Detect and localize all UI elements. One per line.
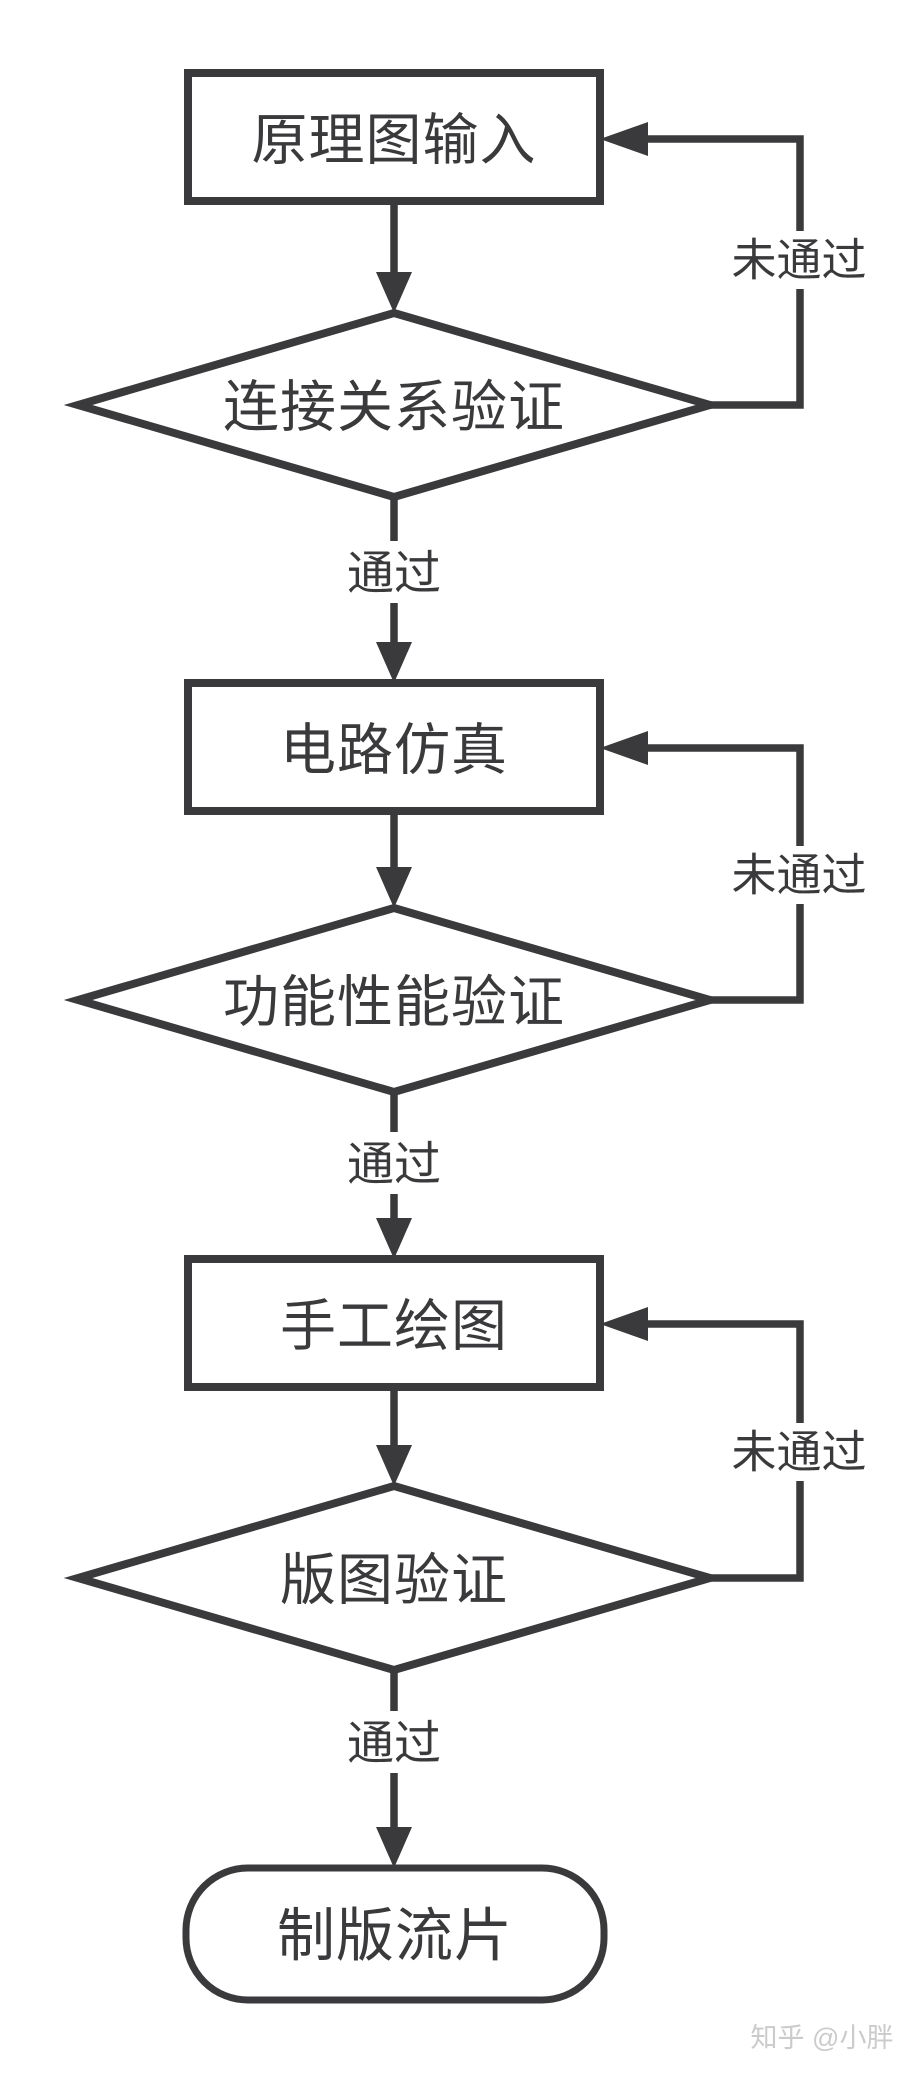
flow-node-schematic-input: [184, 69, 604, 205]
arrow-left-icon: [600, 122, 648, 156]
flow-node-tapeout: [182, 1864, 608, 2004]
pass-label-3: 通过: [347, 1717, 441, 1770]
decision-connection-verification: [63, 308, 725, 502]
fail-label-3: 未通过: [731, 1427, 866, 1478]
flow-node-tapeout-label: 制版流片: [277, 1904, 513, 1969]
decision-layout-verification-label: 版图验证: [280, 1549, 508, 1612]
fail-label-2: 未通过: [731, 850, 866, 901]
flow-node-circuit-simulation-label: 电路仿真: [280, 719, 508, 782]
flow-node-schematic-input-label: 原理图输入: [252, 109, 537, 172]
watermark-text: 知乎 @小胖: [751, 2023, 894, 2053]
arrow-down-icon: [376, 1445, 412, 1486]
fail-label-1: 未通过: [731, 235, 866, 286]
fail-label-bg: [716, 846, 882, 904]
flow-node-manual-drawing-label: 手工绘图: [280, 1295, 508, 1358]
fail-label-bg: [716, 1423, 882, 1481]
arrow-down-icon: [376, 1218, 412, 1259]
decision-function-performance-verification: [63, 903, 725, 1097]
fail-label-bg: [716, 231, 882, 289]
arrow-down-icon: [376, 867, 412, 908]
arrow-down-icon: [376, 642, 412, 683]
flow-node-circuit-simulation: [184, 679, 604, 815]
flow-node-manual-drawing: [184, 1255, 604, 1391]
pass-label-bg: [334, 1132, 454, 1194]
arrow-left-icon: [600, 1307, 648, 1341]
arrow-left-icon: [600, 731, 648, 765]
pass-label-bg: [334, 541, 454, 603]
pass-label-bg: [334, 1711, 454, 1773]
pass-label-2: 通过: [347, 1138, 441, 1191]
arrow-down-icon: [376, 272, 412, 313]
arrow-down-icon: [376, 1827, 412, 1868]
decision-layout-verification: [63, 1481, 725, 1675]
pass-label-1: 通过: [347, 547, 441, 600]
decision-connection-verification-label: 连接关系验证: [223, 376, 565, 439]
decision-function-performance-verification-label: 功能性能验证: [223, 971, 565, 1034]
